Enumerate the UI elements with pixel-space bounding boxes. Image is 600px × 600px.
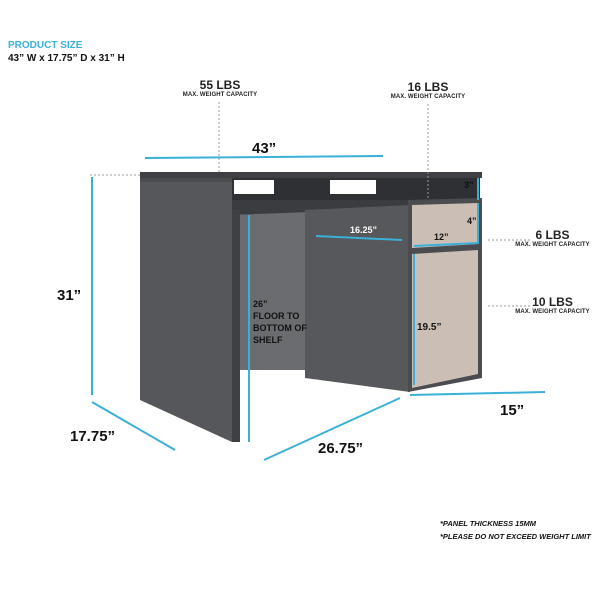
clearance-label: 26” FLOOR TO BOTTOM OF SHELF	[253, 299, 307, 345]
dim-shelf-depth: 16.25”	[350, 225, 378, 235]
dim-cabinet-height: 19.5”	[417, 322, 442, 333]
product-size-title: PRODUCT SIZE	[8, 40, 83, 51]
drawer-face	[412, 203, 478, 248]
capacity-drawer: 6 LBS MAX. WEIGHT CAPACITY	[515, 228, 590, 248]
capacity-desktop: 55 LBS MAX. WEIGHT CAPACITY	[182, 78, 258, 98]
dim-depth: 17.75”	[70, 428, 116, 445]
dim-height: 31”	[57, 287, 82, 304]
dim-drawer-height: 4”	[467, 216, 477, 226]
dim-drawer-width: 12”	[434, 232, 449, 242]
dim-width: 43”	[252, 140, 277, 157]
capacity-top-shelf: 16 LBS MAX. WEIGHT CAPACITY	[390, 80, 466, 100]
door-face	[412, 250, 478, 388]
desk-left-panel	[140, 175, 232, 442]
dim-cabinet-depth: 15”	[500, 402, 525, 419]
dim-base-length: 26.75”	[318, 440, 364, 457]
product-dimensions: 43” W x 17.75” D x 31” H	[8, 53, 125, 64]
capacity-cabinet: 10 LBS MAX. WEIGHT CAPACITY	[515, 295, 590, 315]
desk-top	[140, 172, 482, 178]
notes: *PANEL THICKNESS 15MM *PLEASE DO NOT EXC…	[440, 519, 591, 541]
dim-top-shelf: 3”	[464, 180, 474, 190]
cabinet-side	[305, 205, 410, 392]
